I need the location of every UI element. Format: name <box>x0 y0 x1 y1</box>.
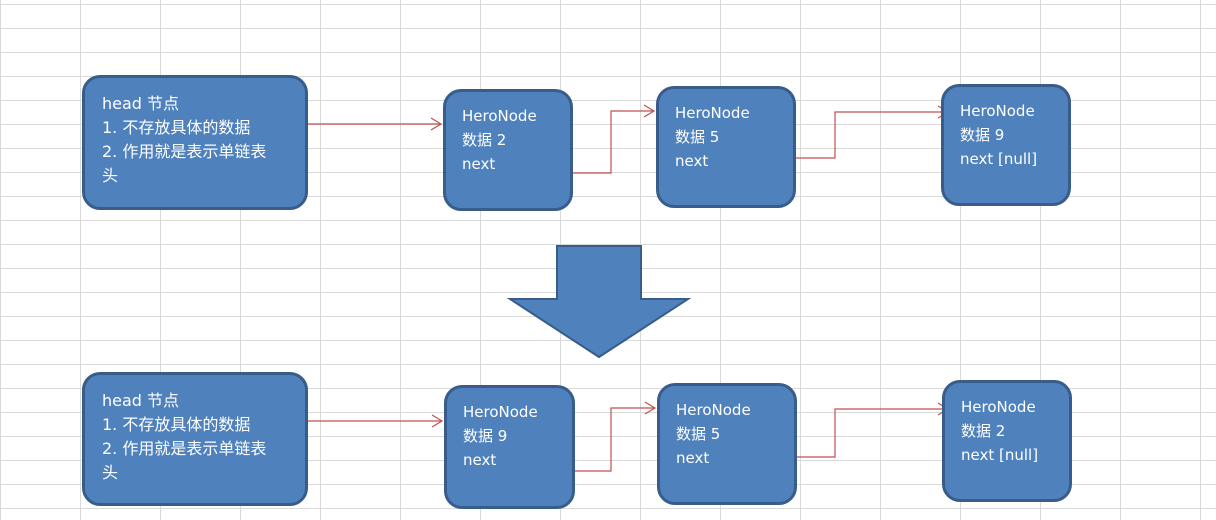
node-data: 数据 2 <box>462 131 507 149</box>
bottom-node-1: HeroNode 数据 9 next <box>444 385 575 509</box>
node-name: HeroNode <box>463 403 538 421</box>
node-data: 数据 5 <box>676 425 721 443</box>
connector-line <box>568 407 655 472</box>
top-node-2: HeroNode 数据 5 next <box>656 86 796 208</box>
arrowhead-icon <box>644 401 657 415</box>
node-data: 数据 2 <box>961 422 1006 440</box>
head-label: head 节点 <box>102 94 180 113</box>
top-node-3: HeroNode 数据 9 next [null] <box>941 84 1071 206</box>
connector-line <box>566 110 654 174</box>
head-note-2: 2. 作用就是表示单链表 <box>102 142 267 161</box>
node-next: next <box>463 451 497 469</box>
bottom-head-node: head 节点 1. 不存放具体的数据 2. 作用就是表示单链表 头 <box>82 372 308 506</box>
node-next: next <box>675 152 709 170</box>
head-label: head 节点 <box>102 391 180 410</box>
node-name: HeroNode <box>960 102 1035 120</box>
node-name: HeroNode <box>462 107 537 125</box>
arrowhead-icon <box>430 117 443 131</box>
top-head-node: head 节点 1. 不存放具体的数据 2. 作用就是表示单链表 头 <box>82 75 308 210</box>
node-next: next [null] <box>961 446 1039 464</box>
down-arrow-icon <box>506 245 692 359</box>
node-next: next <box>676 449 710 467</box>
bottom-node-2: HeroNode 数据 5 next <box>657 383 797 505</box>
arrowhead-icon <box>643 104 656 118</box>
head-note-2-continued: 头 <box>102 166 119 185</box>
node-next: next <box>462 155 496 173</box>
node-name: HeroNode <box>961 398 1036 416</box>
head-note-1: 1. 不存放具体的数据 <box>102 118 251 137</box>
node-data: 数据 9 <box>463 427 508 445</box>
node-name: HeroNode <box>676 401 751 419</box>
arrowhead-icon <box>431 414 444 428</box>
head-note-1: 1. 不存放具体的数据 <box>102 415 251 434</box>
top-node-1: HeroNode 数据 2 next <box>443 89 573 211</box>
node-data: 数据 5 <box>675 128 720 146</box>
node-name: HeroNode <box>675 104 750 122</box>
head-note-2-continued: 头 <box>102 463 119 482</box>
bottom-node-3: HeroNode 数据 2 next [null] <box>942 380 1072 502</box>
node-next: next [null] <box>960 150 1038 168</box>
head-note-2: 2. 作用就是表示单链表 <box>102 439 267 458</box>
node-data: 数据 9 <box>960 126 1005 144</box>
